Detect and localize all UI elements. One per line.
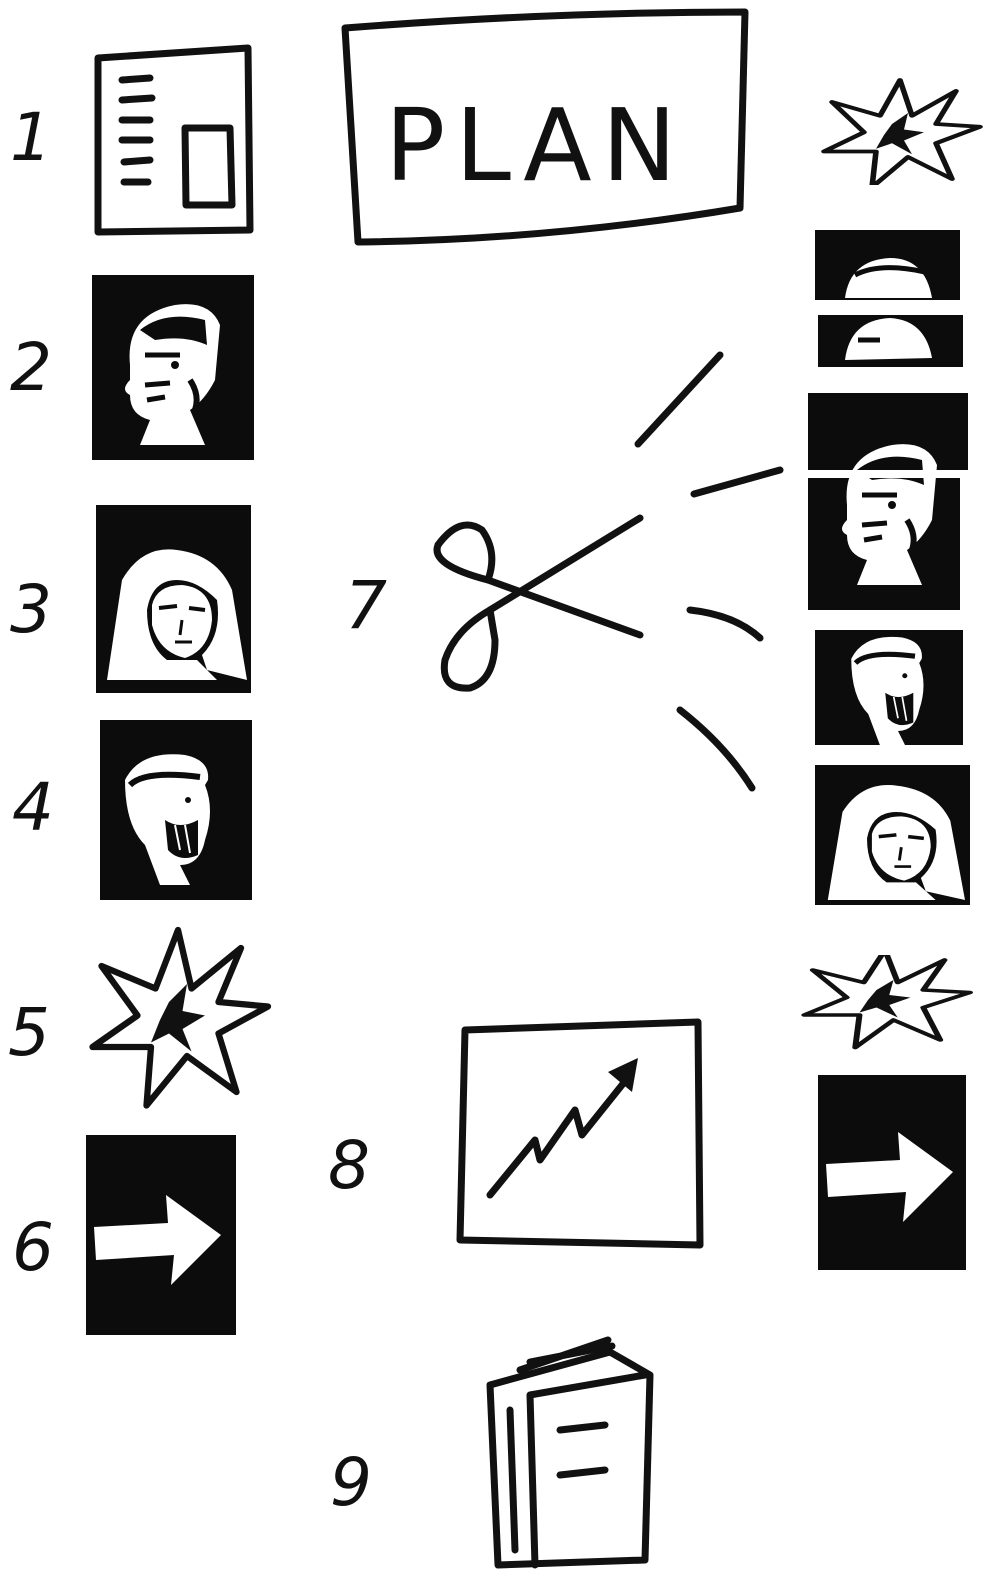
arrow-right-icon-right — [818, 1075, 966, 1270]
storyboard-icon — [98, 48, 250, 232]
result-explosion-top-icon — [800, 80, 997, 205]
cut-man-portrait-icon — [815, 230, 960, 300]
step-1-number: 1 — [10, 99, 52, 176]
step-6-number: 6 — [12, 1209, 54, 1286]
cut-lines — [638, 355, 780, 788]
step-2-number: 2 — [10, 329, 52, 406]
step-9-number: 9 — [330, 1444, 372, 1521]
scissors-icon — [437, 518, 640, 688]
result-column — [795, 80, 997, 1270]
woman-portrait-icon — [96, 505, 251, 693]
cut-man-portrait-icon — [818, 315, 963, 367]
bearded-man-portrait-icon-right — [815, 630, 963, 748]
step-8-number: 8 — [328, 1127, 370, 1204]
step-7-number: 7 — [345, 567, 387, 644]
step-4-number: 4 — [12, 769, 54, 846]
step-5-number: 5 — [8, 994, 50, 1071]
result-explosion-bottom-icon — [795, 935, 995, 1048]
step-3-number: 3 — [10, 571, 52, 648]
man-portrait-icon — [92, 275, 254, 460]
book-icon — [490, 1340, 650, 1565]
plan-title: PLAN — [385, 87, 687, 204]
plan-title-box: PLAN — [345, 12, 745, 242]
arrow-right-icon — [86, 1135, 236, 1335]
growth-chart-icon — [460, 1022, 700, 1245]
man-portrait-icon-right — [808, 393, 968, 610]
bearded-man-portrait-icon — [100, 720, 252, 900]
woman-portrait-icon-right — [815, 765, 970, 905]
explosion-icon — [93, 930, 269, 1106]
